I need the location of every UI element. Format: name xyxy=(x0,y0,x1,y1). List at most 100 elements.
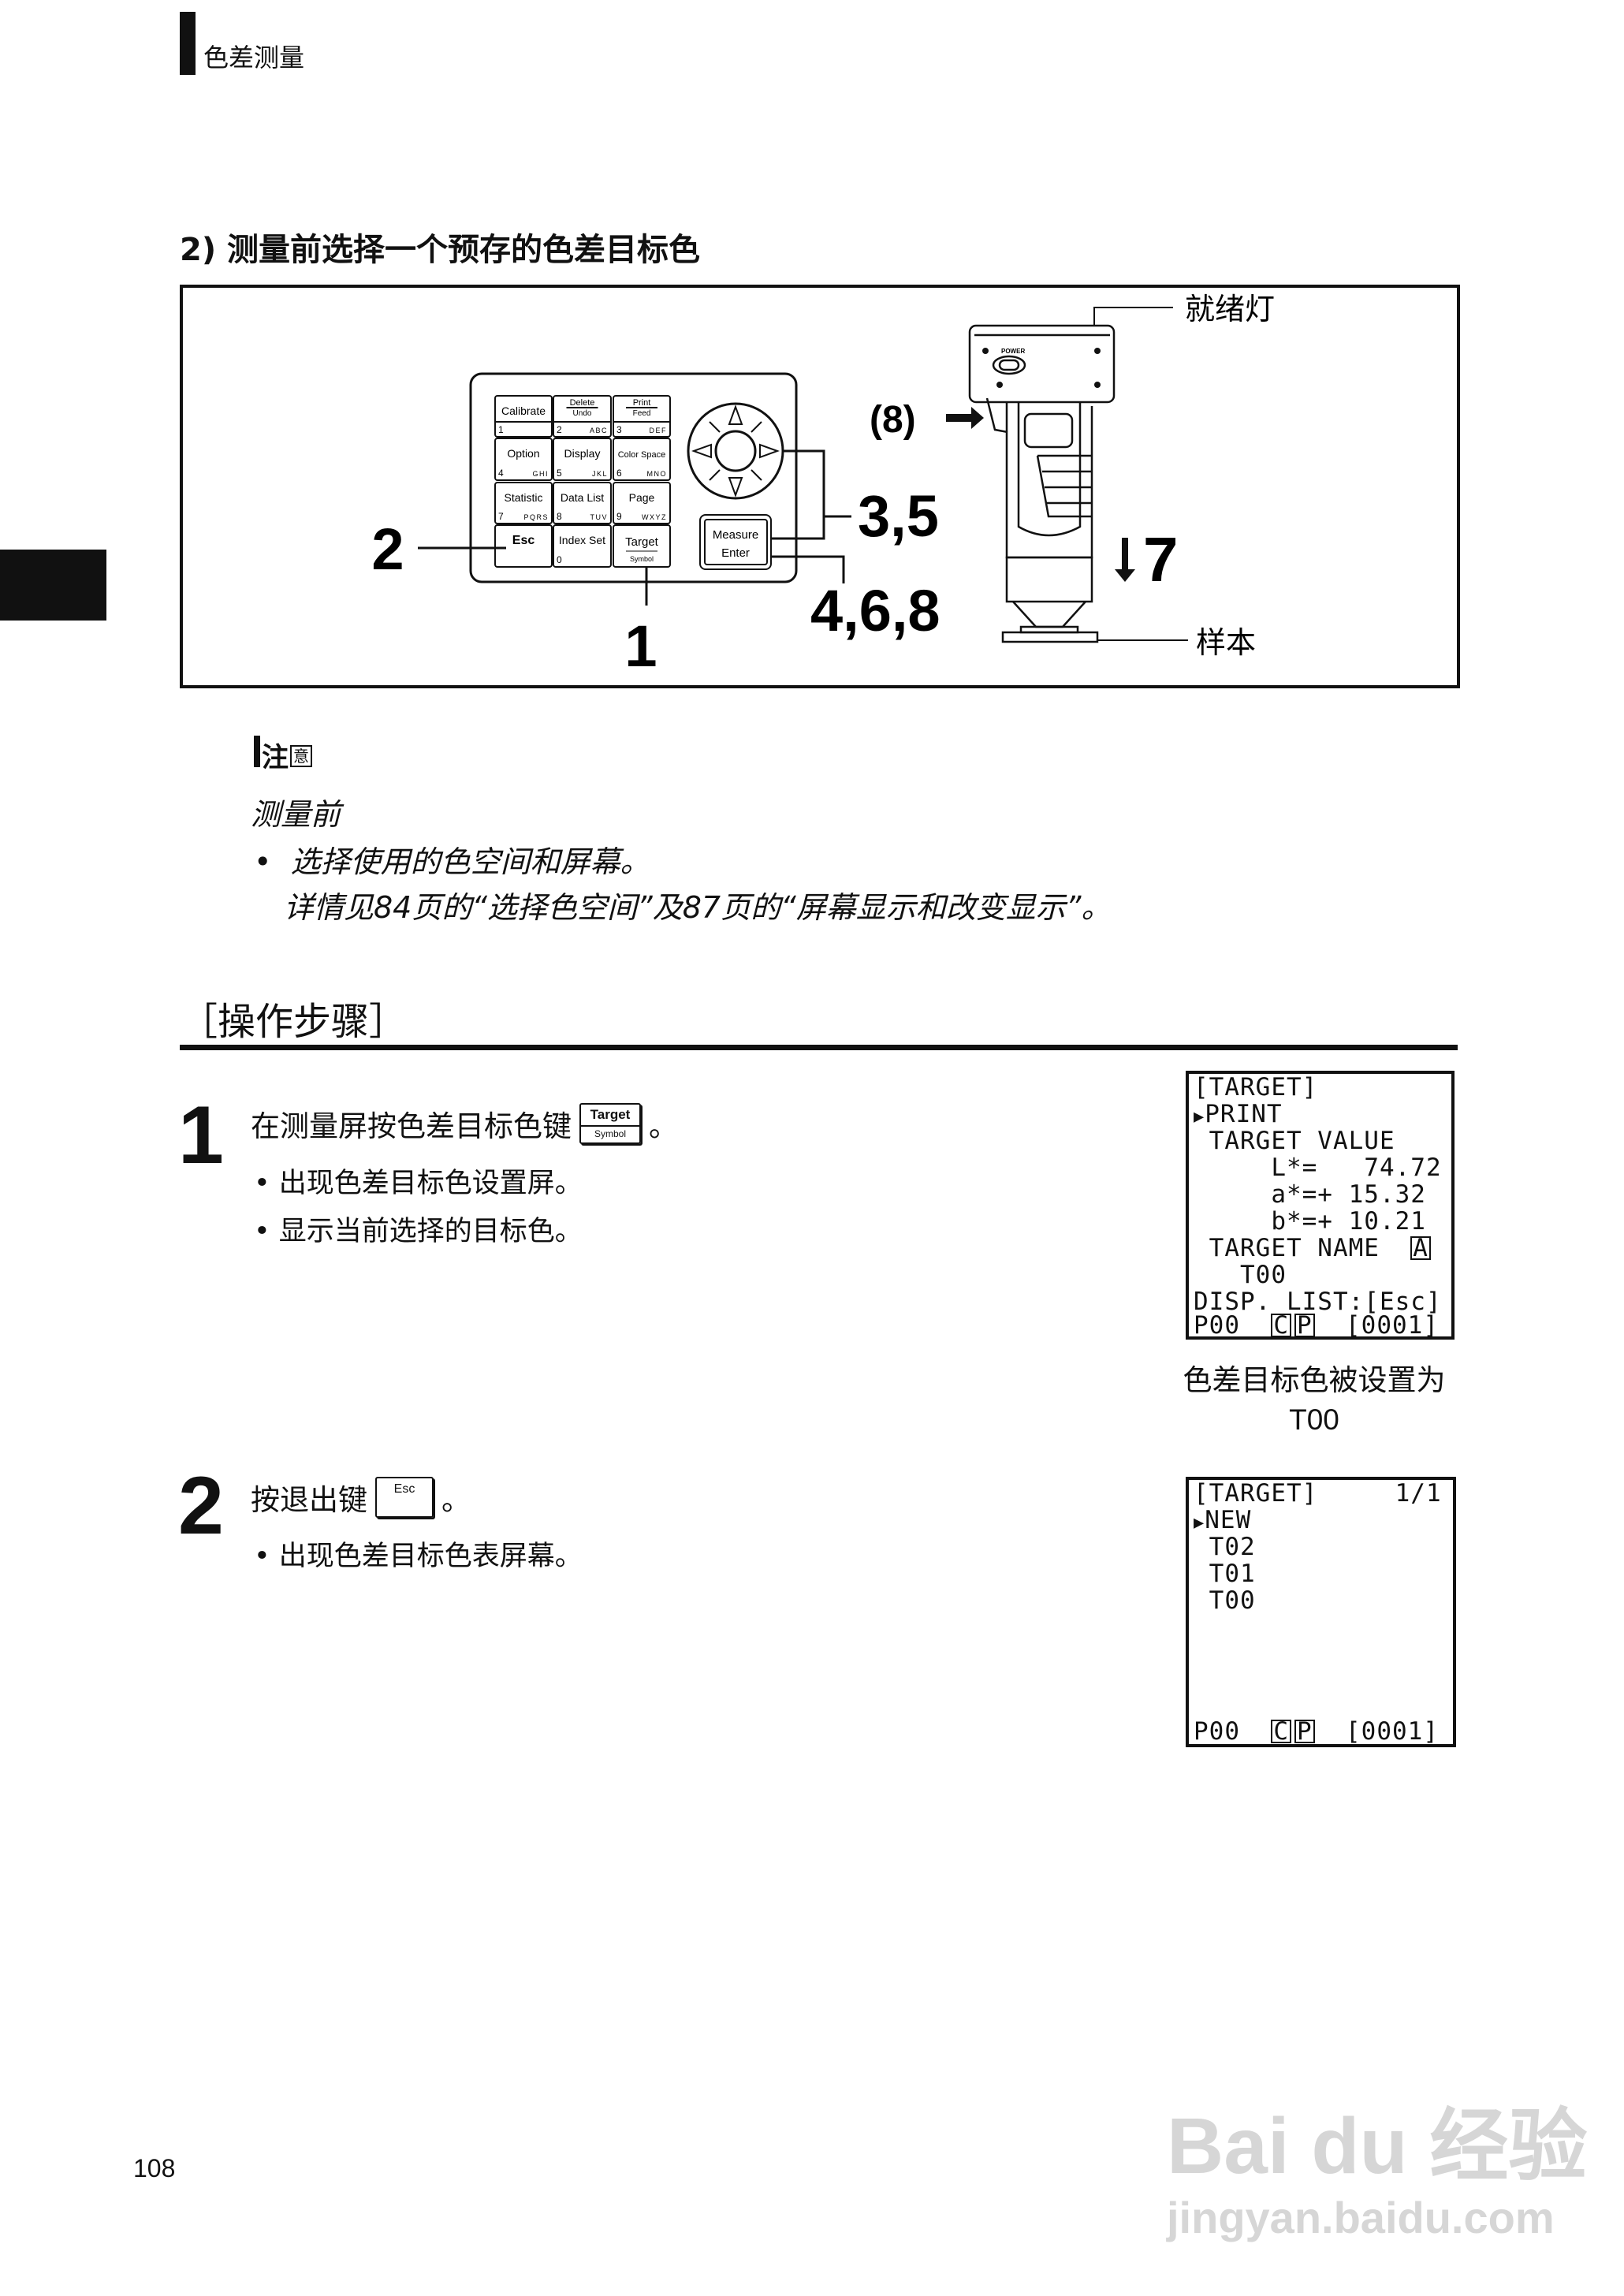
keypad-panel xyxy=(469,372,798,583)
key-part: 8 xyxy=(557,511,562,522)
baidu-watermark-logo: Bai du 经验 xyxy=(1167,2102,1588,2190)
leader-lines xyxy=(418,307,1188,641)
device-screws xyxy=(982,348,1101,388)
sample-label: 样本 xyxy=(1196,627,1256,660)
key-part: 4 xyxy=(498,468,504,479)
key-part: JKL xyxy=(592,470,608,478)
key-esc xyxy=(494,524,553,568)
header-section: 色差测量 xyxy=(203,43,305,73)
arrow-up-icon xyxy=(728,404,743,425)
power-label: POWER xyxy=(1001,348,1025,355)
key-part: 7 xyxy=(498,511,504,522)
note-badge-main: 注 xyxy=(262,742,289,773)
step-2-instruction: 按退出键 xyxy=(251,1483,367,1517)
key-part: Data List xyxy=(561,491,604,504)
key-part: Color Space xyxy=(618,450,666,460)
key-part: ABC xyxy=(590,427,608,434)
callout-1: 1 xyxy=(624,613,657,679)
step-1-number: 1 xyxy=(178,1090,224,1181)
key-option xyxy=(494,438,553,481)
key-part: 9 xyxy=(616,511,622,522)
key-part: Statistic xyxy=(504,491,542,504)
chapter-tab xyxy=(0,550,106,621)
measure-label: Measure xyxy=(713,528,758,542)
key-part: Target xyxy=(625,535,659,549)
key-part: Esc xyxy=(512,534,535,547)
page-number: 108 xyxy=(133,2154,176,2182)
key-calibrate xyxy=(494,395,553,438)
note-bullet-text: 选择使用的色空间和屏幕。 xyxy=(290,844,650,879)
lcd-caption: 色差目标色被设置为 xyxy=(1183,1363,1446,1397)
key-part: 3 xyxy=(616,424,622,435)
key-part: 0 xyxy=(557,554,562,565)
key-part: TUV xyxy=(590,513,609,521)
key-color-space xyxy=(613,438,671,481)
navigation-wheel xyxy=(687,402,784,500)
callout-3-5: 3,5 xyxy=(858,483,939,549)
operations-title: ［操作步骤］ xyxy=(180,1000,408,1044)
key-part: PQRS xyxy=(523,513,549,521)
colorimeter-device xyxy=(968,324,1116,643)
callout-4-6-8: 4,6,8 xyxy=(810,578,941,643)
step-1-text: 在测量屏按色差目标色键 Target Symbol 。 xyxy=(251,1102,678,1145)
note-bullet: • 选择使用的色空间和屏幕。 xyxy=(254,844,650,879)
note-badge: 注 意 xyxy=(254,736,312,773)
header-marker xyxy=(180,12,196,75)
arrow-down-icon xyxy=(1115,538,1135,582)
key-part: GHI xyxy=(532,470,549,478)
key-part: MNO xyxy=(647,470,668,478)
arrow-left-icon xyxy=(691,443,712,459)
note-heading: 测量前 xyxy=(251,797,341,832)
lcd-target-settings: [TARGET] ▶PRINT TARGET VALUE L*= 74.72 a… xyxy=(1186,1071,1455,1340)
note-detail: 详情见84页的“选择色空间”及87页的“屏幕显示和改变显示”。 xyxy=(284,890,1112,925)
key-page xyxy=(613,482,671,524)
key-part: 2 xyxy=(557,424,562,435)
callout-2: 2 xyxy=(371,516,404,582)
key-statistic xyxy=(494,482,553,524)
note-badge-sub: 意 xyxy=(290,745,312,767)
key-part: Feed xyxy=(633,409,651,418)
step-1-instruction: 在测量屏按色差目标色键 xyxy=(251,1109,572,1143)
arrow-down-icon xyxy=(728,477,743,498)
diagram-frame xyxy=(180,285,1460,688)
arrow-right-icon xyxy=(759,443,780,459)
enter-label: Enter xyxy=(721,546,750,560)
key-delete xyxy=(553,395,612,438)
measure-enter-button: Measure Enter xyxy=(699,514,772,570)
ready-light-label: 就绪灯 xyxy=(1185,293,1275,326)
step-2-bullet: • 出现色差目标色表屏幕。 xyxy=(254,1541,583,1572)
key-part: DEF xyxy=(650,427,668,434)
key-part: Page xyxy=(629,491,655,504)
key-print xyxy=(613,395,671,438)
key-part: 1 xyxy=(498,424,504,435)
operations-rule xyxy=(180,1045,1458,1050)
step-2-number: 2 xyxy=(178,1460,224,1552)
key-part: Undo xyxy=(573,409,592,418)
lcd-caption-target: T00 xyxy=(1289,1403,1339,1436)
key-part: 5 xyxy=(557,468,562,479)
callout-7: 7 xyxy=(1143,524,1179,594)
key-index-set xyxy=(553,524,612,568)
step-2-end: 。 xyxy=(441,1483,471,1517)
key-part: Index Set xyxy=(559,534,605,546)
key-display xyxy=(553,438,612,481)
step-1-end: 。 xyxy=(649,1109,678,1143)
section-title: 2) 测量前选择一个预存的色差目标色 xyxy=(180,232,701,268)
key-data-list xyxy=(553,482,612,524)
callout-8: (8) xyxy=(870,399,916,441)
step-1-bullet: • 显示当前选择的目标色。 xyxy=(254,1216,583,1247)
key-part: Symbol xyxy=(630,555,654,563)
baidu-watermark-url: jingyan.baidu.com xyxy=(1167,2193,1555,2242)
target-key-icon: Target Symbol xyxy=(579,1103,641,1144)
key-part: 6 xyxy=(616,468,622,479)
key-part: Delete xyxy=(570,398,595,408)
arrow-right-icon xyxy=(946,407,984,429)
key-target xyxy=(613,524,671,568)
key-part: Option xyxy=(507,447,539,460)
key-part: Calibrate xyxy=(501,404,546,417)
key-part: Print xyxy=(633,398,651,408)
key-part: WXYZ xyxy=(642,513,667,521)
